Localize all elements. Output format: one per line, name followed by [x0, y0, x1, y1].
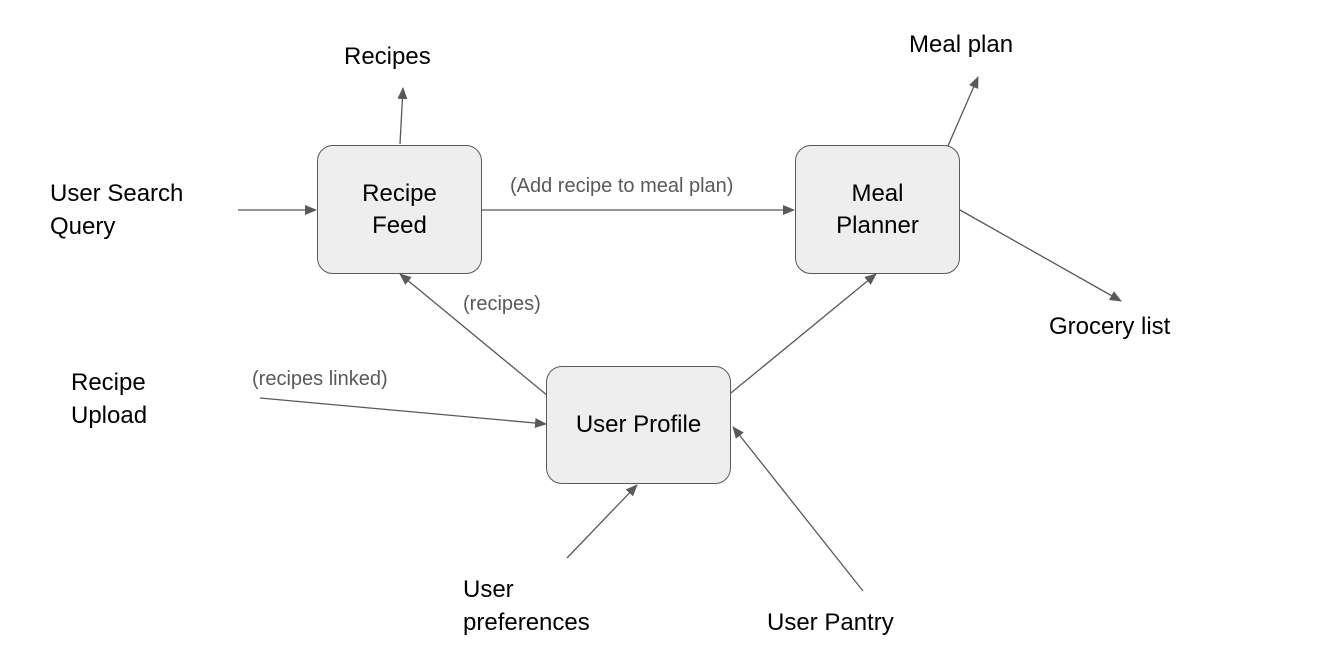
edge-feed-to-recipes	[397, 87, 408, 145]
user-profile-node: User Profile	[546, 366, 731, 484]
edge-upload-to-profile	[259, 397, 547, 428]
edge-planner-to-mealplan	[943, 76, 979, 156]
edge-profile-to-feed	[399, 273, 549, 397]
add-recipe-edge-label: (Add recipe to meal plan)	[510, 175, 734, 197]
user-preferences-label: User preferences	[463, 576, 590, 636]
recipe-feed-node: Recipe Feed	[317, 145, 482, 274]
recipes-output-label: Recipes	[344, 43, 431, 70]
recipe-upload-label: Recipe Upload	[71, 369, 148, 429]
user-search-query-label: User Search Query	[50, 180, 184, 240]
user-pantry-label: User Pantry	[767, 609, 894, 636]
meal-planner-label: Meal Planner	[836, 179, 919, 239]
recipes-edge-label: (recipes)	[463, 293, 541, 315]
edge-planner-to-grocery	[959, 209, 1122, 302]
recipe-feed-label: Recipe Feed	[362, 179, 437, 239]
edge-pantry-to-profile	[732, 426, 864, 592]
user-profile-label: User Profile	[575, 411, 702, 438]
grocery-list-output-label: Grocery list	[1049, 313, 1171, 340]
meal-planner-node: Meal Planner	[795, 145, 960, 274]
edge-profile-to-planner	[725, 273, 877, 398]
recipes-linked-edge-label: (recipes linked)	[252, 368, 388, 390]
meal-plan-output-label: Meal plan	[909, 31, 1014, 58]
edge-preferences-to-profile	[566, 484, 638, 559]
